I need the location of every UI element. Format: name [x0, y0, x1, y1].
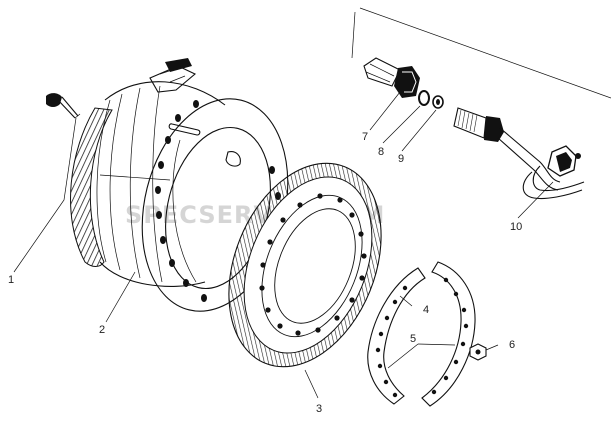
callout-5: 5 — [410, 333, 416, 345]
callout-3: 3 — [316, 403, 322, 415]
leader-lines — [13, 91, 554, 399]
callout-7: 7 — [362, 131, 368, 143]
valve-washers — [418, 90, 444, 109]
callout-6: 6 — [509, 339, 515, 351]
drum-top-bracket — [149, 58, 197, 93]
callout-8: 8 — [378, 146, 384, 158]
wheel-disc — [228, 162, 382, 368]
valve-extension-hose — [453, 107, 585, 200]
callout-1: 1 — [8, 274, 14, 286]
wheel-holes — [259, 193, 367, 336]
callout-10: 10 — [510, 221, 522, 233]
valve-inset-panel — [351, 7, 611, 200]
valve-body — [363, 57, 420, 98]
nut — [469, 343, 487, 361]
ring-holes — [375, 277, 469, 398]
balance-bolt — [46, 93, 81, 119]
callout-labels: 1 2 3 4 5 6 7 8 9 10 — [8, 131, 522, 415]
callout-2: 2 — [99, 324, 105, 336]
clamp-ring — [367, 261, 476, 407]
callout-9: 9 — [398, 153, 404, 165]
callout-4: 4 — [423, 304, 429, 316]
